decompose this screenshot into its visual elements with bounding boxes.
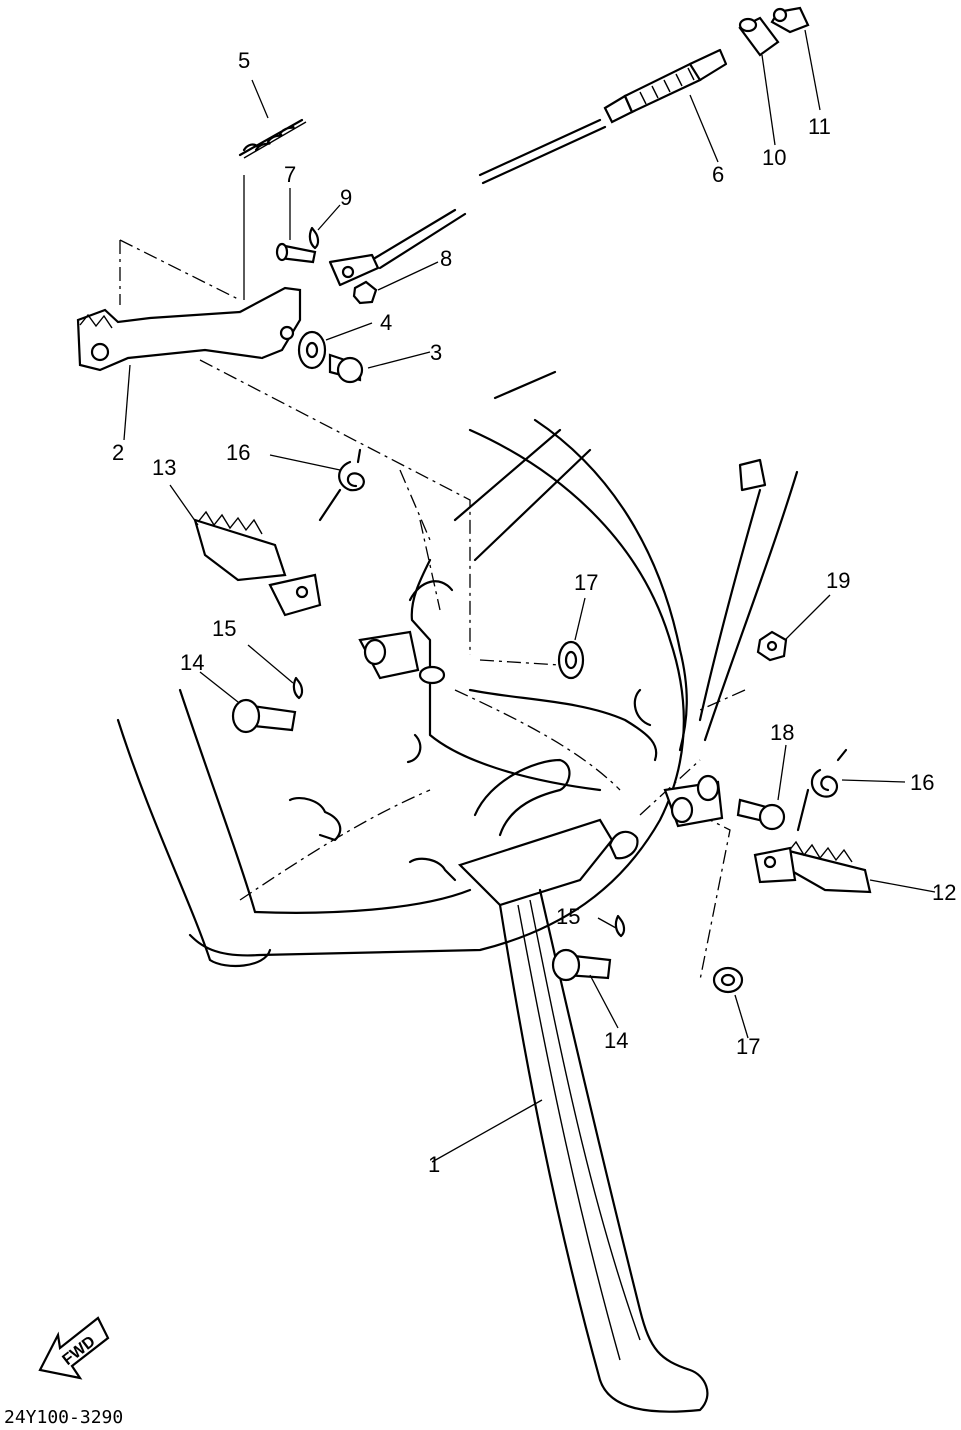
callout-3: 3	[430, 340, 442, 365]
callout-19: 19	[826, 568, 850, 593]
callout-16-right: 16	[910, 770, 934, 795]
part-17-washer-left	[557, 640, 585, 680]
callout-labels: 1 2 3 4 5 6 7 8 9 10 11 12 13 14 15 16 1…	[112, 48, 956, 1177]
callout-5: 5	[238, 48, 250, 73]
part-18-bolt	[736, 798, 786, 831]
part-9-cotter-pin	[308, 226, 320, 250]
callout-2: 2	[112, 440, 124, 465]
part-11-clip	[770, 6, 810, 34]
callout-8: 8	[440, 246, 452, 271]
part-2-brake-pedal	[76, 286, 302, 372]
part-16-spring-left	[318, 448, 365, 522]
callout-12: 12	[932, 880, 956, 905]
leader-lines	[123, 29, 936, 1163]
callout-6: 6	[712, 162, 724, 187]
callout-10: 10	[762, 145, 786, 170]
callout-15: 15	[212, 616, 236, 641]
callout-9: 9	[340, 185, 352, 210]
part-7-pin	[275, 242, 317, 264]
callout-14-right: 14	[604, 1028, 628, 1053]
part-3-bolt	[328, 353, 364, 384]
callout-15-right: 15	[556, 904, 580, 929]
part-12-footrest-right	[753, 840, 872, 894]
part-8-nut	[352, 280, 378, 305]
assembly-lines	[119, 239, 746, 981]
callout-1: 1	[428, 1152, 440, 1177]
part-14-pin-right	[551, 948, 612, 982]
part-19-nut	[756, 630, 788, 662]
footrest-bracket-left	[358, 630, 446, 685]
callout-16: 16	[226, 440, 250, 465]
callout-17: 17	[574, 570, 598, 595]
part-16-spring-right	[796, 748, 848, 832]
part-15-cotter-left	[292, 676, 304, 700]
callout-4: 4	[380, 310, 392, 335]
part-4-washer	[297, 330, 327, 370]
callout-11: 11	[808, 114, 831, 139]
part-5-spring	[238, 118, 307, 300]
drawing-code: 24Y100-3290	[4, 1407, 123, 1428]
part-17-washer-right	[712, 966, 744, 994]
frame	[116, 370, 799, 967]
part-1-stand	[457, 758, 709, 1413]
callout-13: 13	[152, 455, 176, 480]
part-13-footrest-left	[193, 510, 322, 617]
part-14-pin-left	[231, 698, 297, 734]
part-15-cotter-right	[614, 914, 626, 938]
callout-18: 18	[770, 720, 794, 745]
callout-17-right: 17	[736, 1034, 760, 1059]
part-10-joint	[738, 16, 780, 57]
fwd-arrow: FWD	[38, 1316, 110, 1380]
callout-14: 14	[180, 650, 204, 675]
footrest-bracket-right	[663, 774, 724, 828]
part-6-brake-rod	[328, 48, 728, 287]
callout-7: 7	[284, 162, 296, 187]
